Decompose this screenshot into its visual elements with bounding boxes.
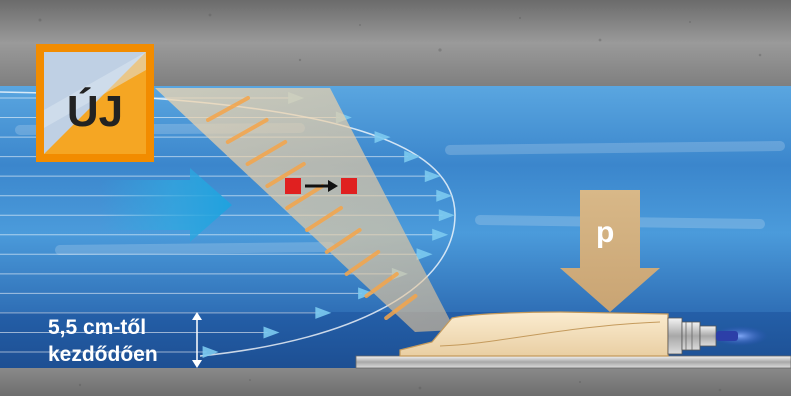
measurement-line-2: kezdődően	[48, 343, 158, 366]
concrete-bottom	[0, 368, 791, 396]
new-badge-label: ÚJ	[67, 86, 123, 136]
measurement-line-1: 5,5 cm-től	[48, 316, 146, 339]
pressure-label: p	[596, 216, 614, 249]
mounting-plate	[356, 356, 791, 368]
